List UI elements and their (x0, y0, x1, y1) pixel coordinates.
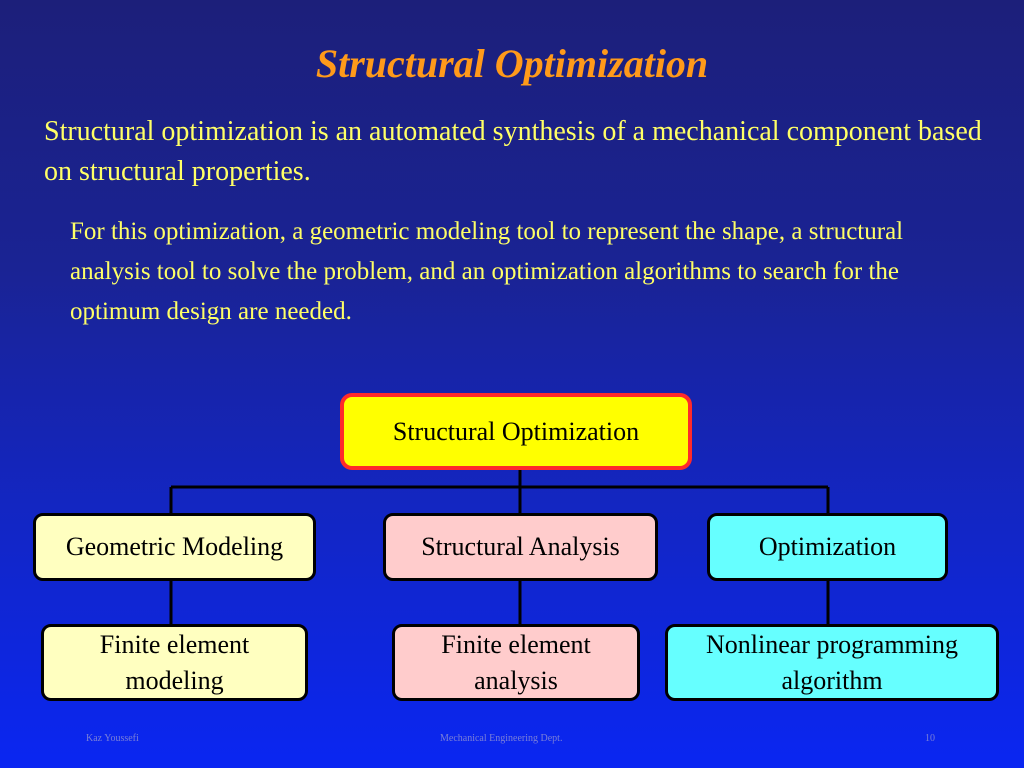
node-structural-analysis: Structural Analysis (383, 513, 658, 581)
footer-dept: Mechanical Engineering Dept. (440, 733, 563, 744)
node-nonlinear-programming-algorithm: Nonlinear programming algorithm (665, 624, 999, 701)
intro-paragraph: Structural optimization is an automated … (44, 116, 982, 187)
node-finite-element-modeling: Finite element modeling (41, 624, 308, 701)
slide-title: Structural Optimization (315, 41, 709, 86)
node-optimization: Optimization (707, 513, 948, 581)
root-node-structural-optimization: Structural Optimization (340, 393, 692, 470)
node-geometric-modeling: Geometric Modeling (33, 513, 316, 581)
node-finite-element-analysis: Finite element analysis (392, 624, 640, 701)
footer-page-number: 10 (925, 733, 935, 744)
footer-author: Kaz Youssefi (86, 733, 139, 744)
detail-paragraph: For this optimization, a geometric model… (70, 218, 904, 325)
